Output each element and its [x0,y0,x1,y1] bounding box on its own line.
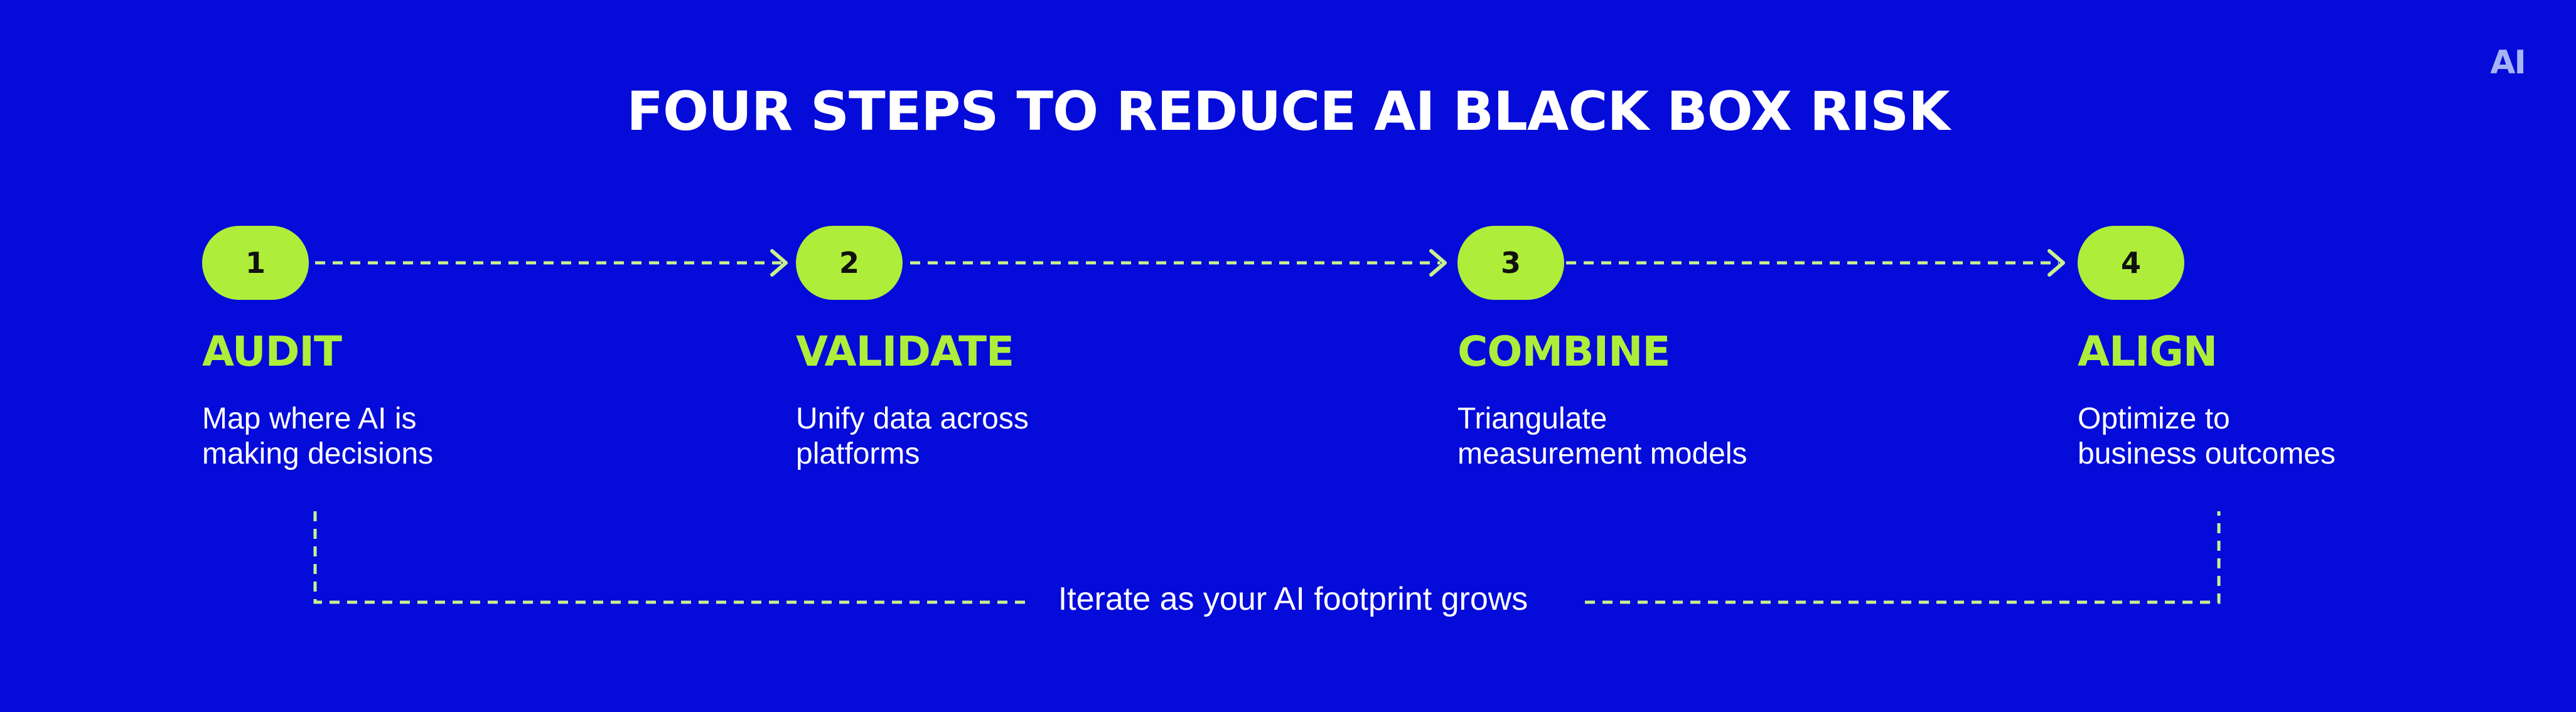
arrowhead-3-4 [2047,249,2065,277]
step-4-description-line-1: Optimize to [2078,402,2230,435]
step-3-number-badge: 3 [1457,226,1564,300]
step-3-description-line-2: measurement models [1457,437,1747,470]
page-title: FOUR STEPS TO REDUCE AI BLACK BOX RISK [626,80,1950,143]
step-4-number-badge: 4 [2078,226,2184,300]
step-2-description-line-2: platforms [796,437,920,470]
step-3-description-line-1: Triangulate [1457,402,1607,435]
step-2-description: Unify data across platforms [796,401,1029,472]
brand-logo: AI [2490,44,2526,82]
step-1-description-line-2: making decisions [202,437,434,470]
step-2-title: VALIDATE [796,327,1014,376]
step-4-description: Optimize to business outcomes [2078,401,2336,472]
step-3-title: COMBINE [1457,327,1670,376]
arrowhead-1-2 [770,249,788,277]
loop-connector-right [1585,511,2221,604]
loop-connector-left [313,511,1036,604]
step-1-description: Map where AI is making decisions [202,401,433,472]
step-1-title: AUDIT [202,327,342,376]
step-2-number-badge: 2 [796,226,903,300]
iterate-loop-label: Iterate as your AI footprint grows [1029,580,1557,618]
step-4-description-line-2: business outcomes [2078,437,2336,470]
step-4-title: ALIGN [2078,327,2218,376]
step-1-description-line-1: Map where AI is [202,402,417,435]
arrowhead-2-3 [1429,249,1447,277]
step-1-number-badge: 1 [202,226,309,300]
step-2-description-line-1: Unify data across [796,402,1029,435]
step-3-description: Triangulate measurement models [1457,401,1747,472]
